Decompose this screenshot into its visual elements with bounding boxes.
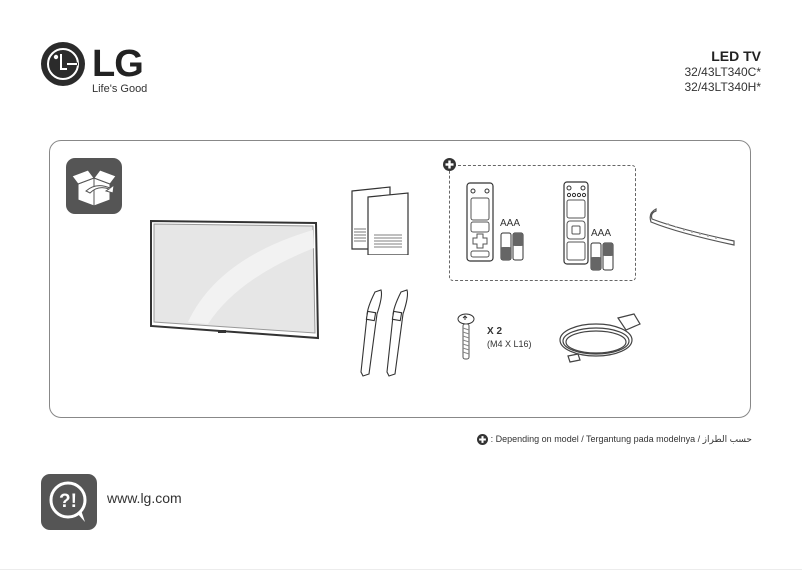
lg-logo-icon [41,42,85,86]
footnote: : Depending on model / Tergantung pada m… [476,434,752,445]
product-type: LED TV [711,48,761,64]
product-title-block: LED TV 32/43LT340C* 32/43LT340H* [685,48,762,95]
plus-circle-icon [476,434,488,445]
screw-spec: (M4 X L16) [487,339,532,349]
model-number-1: 32/43LT340C* [684,65,762,79]
optional-remotes-group [449,165,636,281]
aaa-batteries-icon [590,242,614,271]
plus-circle-icon [443,158,456,171]
screw-quantity: X 2 [487,326,503,337]
remote-control-alternate-icon [563,181,589,265]
model-number-2: 32/43LT340H* [684,80,762,94]
open-box-icon [66,158,122,214]
page-bottom-divider [0,569,802,570]
components-panel [49,140,751,418]
question-exclamation-bubble-icon: ?! [41,474,97,530]
aaa-batteries-icon [500,232,524,261]
screw-spec-label: X 2 (M4 X L16) [487,325,532,350]
cable-holder-icon [649,208,735,246]
brand-tagline: Life's Good [92,83,148,95]
svg-text:?!: ?! [59,491,77,512]
tv-set-icon [150,219,320,340]
website-link[interactable]: www.lg.com [107,490,182,506]
screw-icon [457,313,475,360]
footnote-text: : Depending on model / Tergantung pada m… [490,434,752,444]
remote-control-standard-icon [466,182,494,262]
battery-label-1: AAA [500,218,521,229]
manuals-icon [351,186,409,255]
power-cord-icon [559,313,641,363]
brand-logo-text: LG [92,43,144,85]
battery-label-2: AAA [591,228,612,239]
stand-legs-icon [360,289,409,377]
